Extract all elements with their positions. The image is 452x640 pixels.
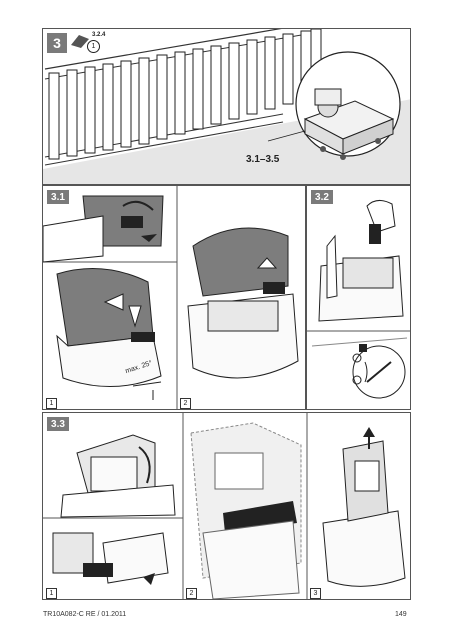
document-reference: TR10A082-C RE / 01.2011 — [43, 611, 127, 618]
motor-pictogram-icon — [71, 35, 89, 48]
step-badge: 3.3 — [47, 417, 69, 431]
reference-number: 3.2.4 — [92, 32, 106, 38]
panel-step-3-1: 3.1 max. 25° 1 2 — [42, 185, 306, 410]
panel-step-3: 3 3.2.4 1 3.1–3.5 — [42, 28, 411, 185]
step-badge: 3 — [47, 33, 67, 53]
control-board-removal-illustration — [43, 413, 406, 599]
page-number: 149 — [395, 611, 407, 618]
reference-circle-number: 1 — [87, 40, 100, 53]
battery-disconnect-illustration — [307, 200, 410, 399]
cover-removal-illustration — [43, 186, 299, 409]
step-range-label: 3.1–3.5 — [246, 154, 280, 165]
sub-step-number: 1 — [46, 398, 57, 409]
step-badge: 3.2 — [311, 190, 333, 204]
panel-step-3-2: 3.2 — [306, 185, 411, 410]
sub-step-number: 1 — [46, 588, 57, 599]
panel-step-3-3: 3.3 1 2 3 — [42, 412, 411, 600]
step-badge: 3.1 — [47, 190, 69, 204]
sub-step-number: 2 — [180, 398, 191, 409]
sub-step-number: 3 — [310, 588, 321, 599]
gate-installation-illustration — [43, 29, 410, 184]
sub-step-number: 2 — [186, 588, 197, 599]
